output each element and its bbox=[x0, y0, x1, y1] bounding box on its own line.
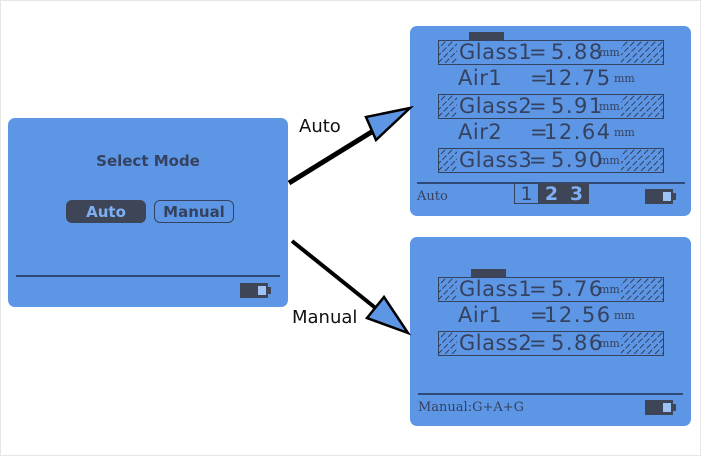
unit-label: mm bbox=[599, 154, 620, 167]
hatch-pattern bbox=[439, 149, 457, 172]
page-1-button[interactable]: 1 bbox=[514, 183, 539, 205]
mode-status-text: Auto bbox=[417, 189, 448, 204]
equals-sign: = bbox=[529, 40, 547, 64]
auto-arrow-label: Auto bbox=[299, 116, 341, 137]
measurement-label: Air2 bbox=[458, 120, 503, 144]
hatch-pattern bbox=[621, 95, 663, 118]
battery-icon bbox=[645, 189, 676, 204]
unit-label: mm bbox=[599, 337, 620, 350]
measurement-value: 5.91 bbox=[551, 94, 604, 118]
measurement-value: 5.86 bbox=[551, 331, 604, 355]
hatch-pattern bbox=[439, 278, 457, 301]
battery-icon bbox=[240, 283, 271, 298]
measurement-value: 5.76 bbox=[551, 277, 604, 301]
auto-mode-button[interactable]: Auto bbox=[66, 200, 146, 223]
auto-arrow bbox=[287, 105, 415, 186]
hatch-pattern bbox=[621, 41, 663, 64]
measurement-label: Glass2 bbox=[459, 94, 533, 118]
selection-cursor bbox=[469, 32, 504, 40]
equals-sign: = bbox=[529, 331, 547, 355]
manual-arrow-label: Manual bbox=[292, 307, 358, 328]
measurement-value: 5.90 bbox=[551, 148, 604, 172]
measurement-label: Glass3 bbox=[459, 148, 533, 172]
page-3-button[interactable]: 3 bbox=[564, 183, 589, 205]
measurement-value: 5.88 bbox=[551, 40, 604, 64]
mode-status-text: Manual:G+A+G bbox=[418, 400, 525, 415]
manual-arrow bbox=[290, 239, 412, 336]
measurement-label: Air1 bbox=[458, 303, 503, 327]
unit-label: mm bbox=[614, 309, 635, 322]
equals-sign: = bbox=[529, 148, 547, 172]
selection-cursor bbox=[471, 269, 506, 277]
manual-mode-button[interactable]: Manual bbox=[154, 200, 234, 223]
equals-sign: = bbox=[530, 66, 548, 90]
unit-label: mm bbox=[599, 100, 620, 113]
hatch-pattern bbox=[439, 332, 457, 355]
page-2-button[interactable]: 2 bbox=[539, 183, 564, 205]
equals-sign: = bbox=[530, 303, 548, 327]
measurement-value: 12.56 bbox=[544, 303, 612, 327]
hatch-pattern bbox=[621, 332, 663, 355]
equals-sign: = bbox=[529, 277, 547, 301]
select-mode-title: Select Mode bbox=[96, 152, 200, 170]
unit-label: mm bbox=[599, 46, 620, 59]
page-indicator: 1 2 3 bbox=[514, 183, 589, 205]
equals-sign: = bbox=[529, 94, 547, 118]
measurement-value: 12.75 bbox=[544, 66, 612, 90]
measurement-label: Air1 bbox=[458, 66, 503, 90]
measurement-label: Glass1 bbox=[459, 40, 533, 64]
equals-sign: = bbox=[530, 120, 548, 144]
status-divider bbox=[418, 393, 683, 395]
unit-label: mm bbox=[599, 283, 620, 296]
battery-icon bbox=[645, 400, 676, 415]
status-divider bbox=[16, 275, 280, 277]
hatch-pattern bbox=[621, 278, 663, 301]
hatch-pattern bbox=[439, 41, 457, 64]
hatch-pattern bbox=[439, 95, 457, 118]
measurement-value: 12.64 bbox=[544, 120, 612, 144]
select-mode-screen: Select Mode Auto Manual bbox=[8, 118, 288, 307]
unit-label: mm bbox=[614, 126, 635, 139]
unit-label: mm bbox=[614, 72, 635, 85]
hatch-pattern bbox=[621, 149, 663, 172]
measurement-label: Glass1 bbox=[459, 277, 533, 301]
measurement-label: Glass2 bbox=[459, 331, 533, 355]
